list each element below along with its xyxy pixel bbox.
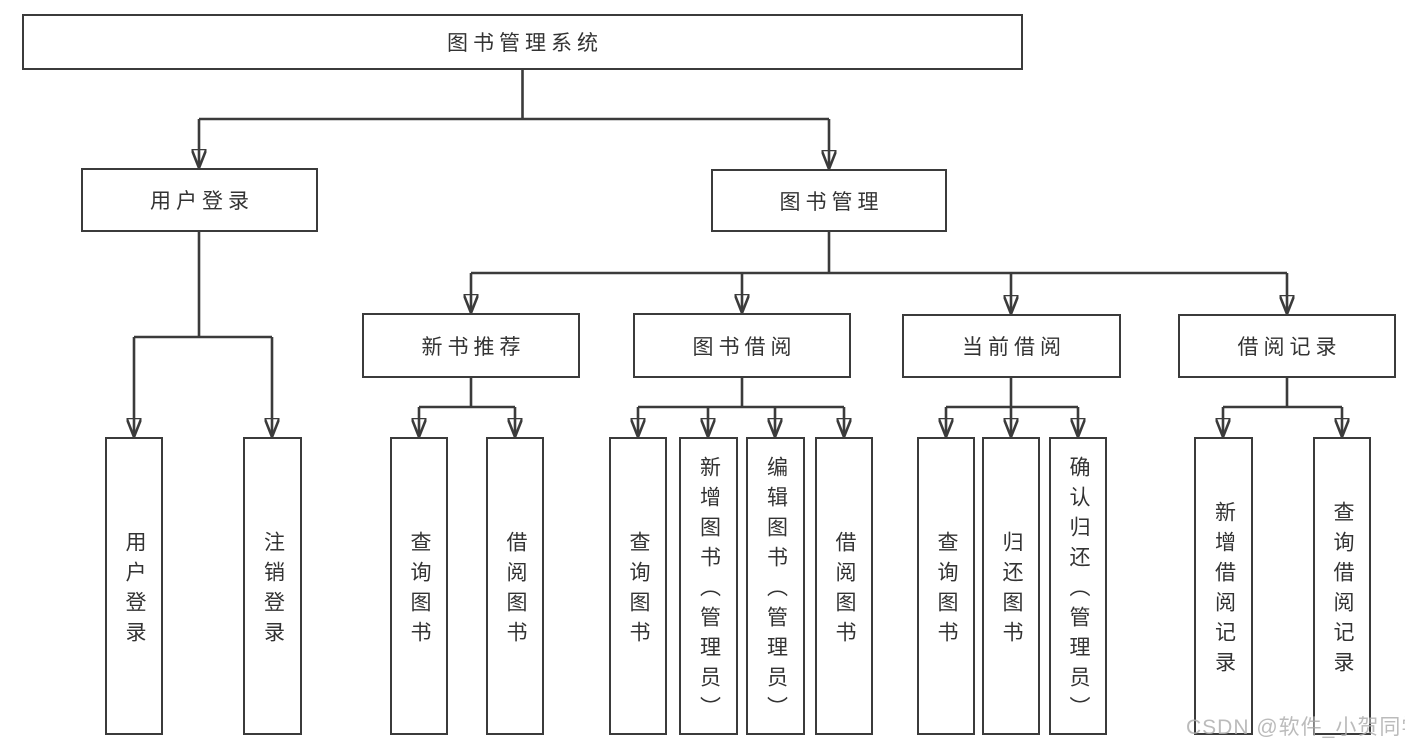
node-br-query: 查询借阅记录 <box>1313 437 1371 735</box>
node-br-add-label: 新增借阅记录 <box>1212 500 1236 681</box>
node-book-mgmt: 图书管理 <box>711 169 947 232</box>
node-cb-confirm-label: 确认归还（管理员） <box>1067 455 1090 726</box>
node-current-borrow-label: 当前借阅 <box>962 336 1066 359</box>
node-current-borrow: 当前借阅 <box>902 314 1121 378</box>
node-rec-borrow-label: 借阅图书 <box>504 530 527 651</box>
connector-current-borrow-branch <box>946 378 1078 437</box>
node-bb-add: 新增图书（管理员） <box>679 437 738 735</box>
node-borrow-record: 借阅记录 <box>1178 314 1396 378</box>
node-bb-edit: 编辑图书（管理员） <box>746 437 805 735</box>
connector-new-book-rec-branch <box>419 378 515 437</box>
node-cb-query-label: 查询图书 <box>935 530 958 651</box>
node-cb-return: 归还图书 <box>982 437 1040 735</box>
node-book-borrow: 图书借阅 <box>633 313 851 378</box>
node-login: 用户登录 <box>105 437 163 735</box>
node-borrow-record-label: 借阅记录 <box>1237 336 1342 359</box>
node-br-add: 新增借阅记录 <box>1194 437 1253 735</box>
node-cb-confirm: 确认归还（管理员） <box>1049 437 1107 735</box>
node-bb-borrow-label: 借阅图书 <box>833 530 856 651</box>
node-login-label: 用户登录 <box>123 530 146 651</box>
node-book-borrow-label: 图书借阅 <box>692 335 797 359</box>
node-rec-query: 查询图书 <box>390 437 448 735</box>
node-user-login-label: 用户登录 <box>150 190 254 213</box>
node-br-query-label: 查询借阅记录 <box>1331 500 1354 681</box>
node-bb-query-label: 查询图书 <box>627 530 650 651</box>
connector-book-mgmt-branch <box>471 232 1287 314</box>
node-user-login: 用户登录 <box>81 168 318 232</box>
connector-borrow-record-branch <box>1223 378 1342 437</box>
connector-book-borrow-branch <box>638 378 844 437</box>
node-book-mgmt-label: 图书管理 <box>779 190 884 214</box>
node-root: 图书管理系统 <box>22 14 1023 70</box>
node-rec-query-label: 查询图书 <box>408 530 431 651</box>
node-logout: 注销登录 <box>243 437 302 735</box>
node-new-book-rec: 新书推荐 <box>362 313 580 378</box>
connector-root-to-level2 <box>199 70 829 169</box>
node-bb-query: 查询图书 <box>609 437 667 735</box>
csdn-watermark: CSDN @软件_小贺同学 <box>1186 716 1405 739</box>
node-bb-borrow: 借阅图书 <box>815 437 873 735</box>
node-cb-return-label: 归还图书 <box>1000 530 1023 651</box>
node-bb-edit-label: 编辑图书（管理员） <box>764 455 788 726</box>
node-root-label: 图书管理系统 <box>447 32 603 55</box>
node-rec-borrow: 借阅图书 <box>486 437 544 735</box>
node-cb-query: 查询图书 <box>917 437 975 735</box>
node-logout-label: 注销登录 <box>261 530 285 651</box>
connector-user-login-branch <box>134 232 272 437</box>
node-new-book-rec-label: 新书推荐 <box>421 335 526 359</box>
node-bb-add-label: 新增图书（管理员） <box>697 455 721 726</box>
